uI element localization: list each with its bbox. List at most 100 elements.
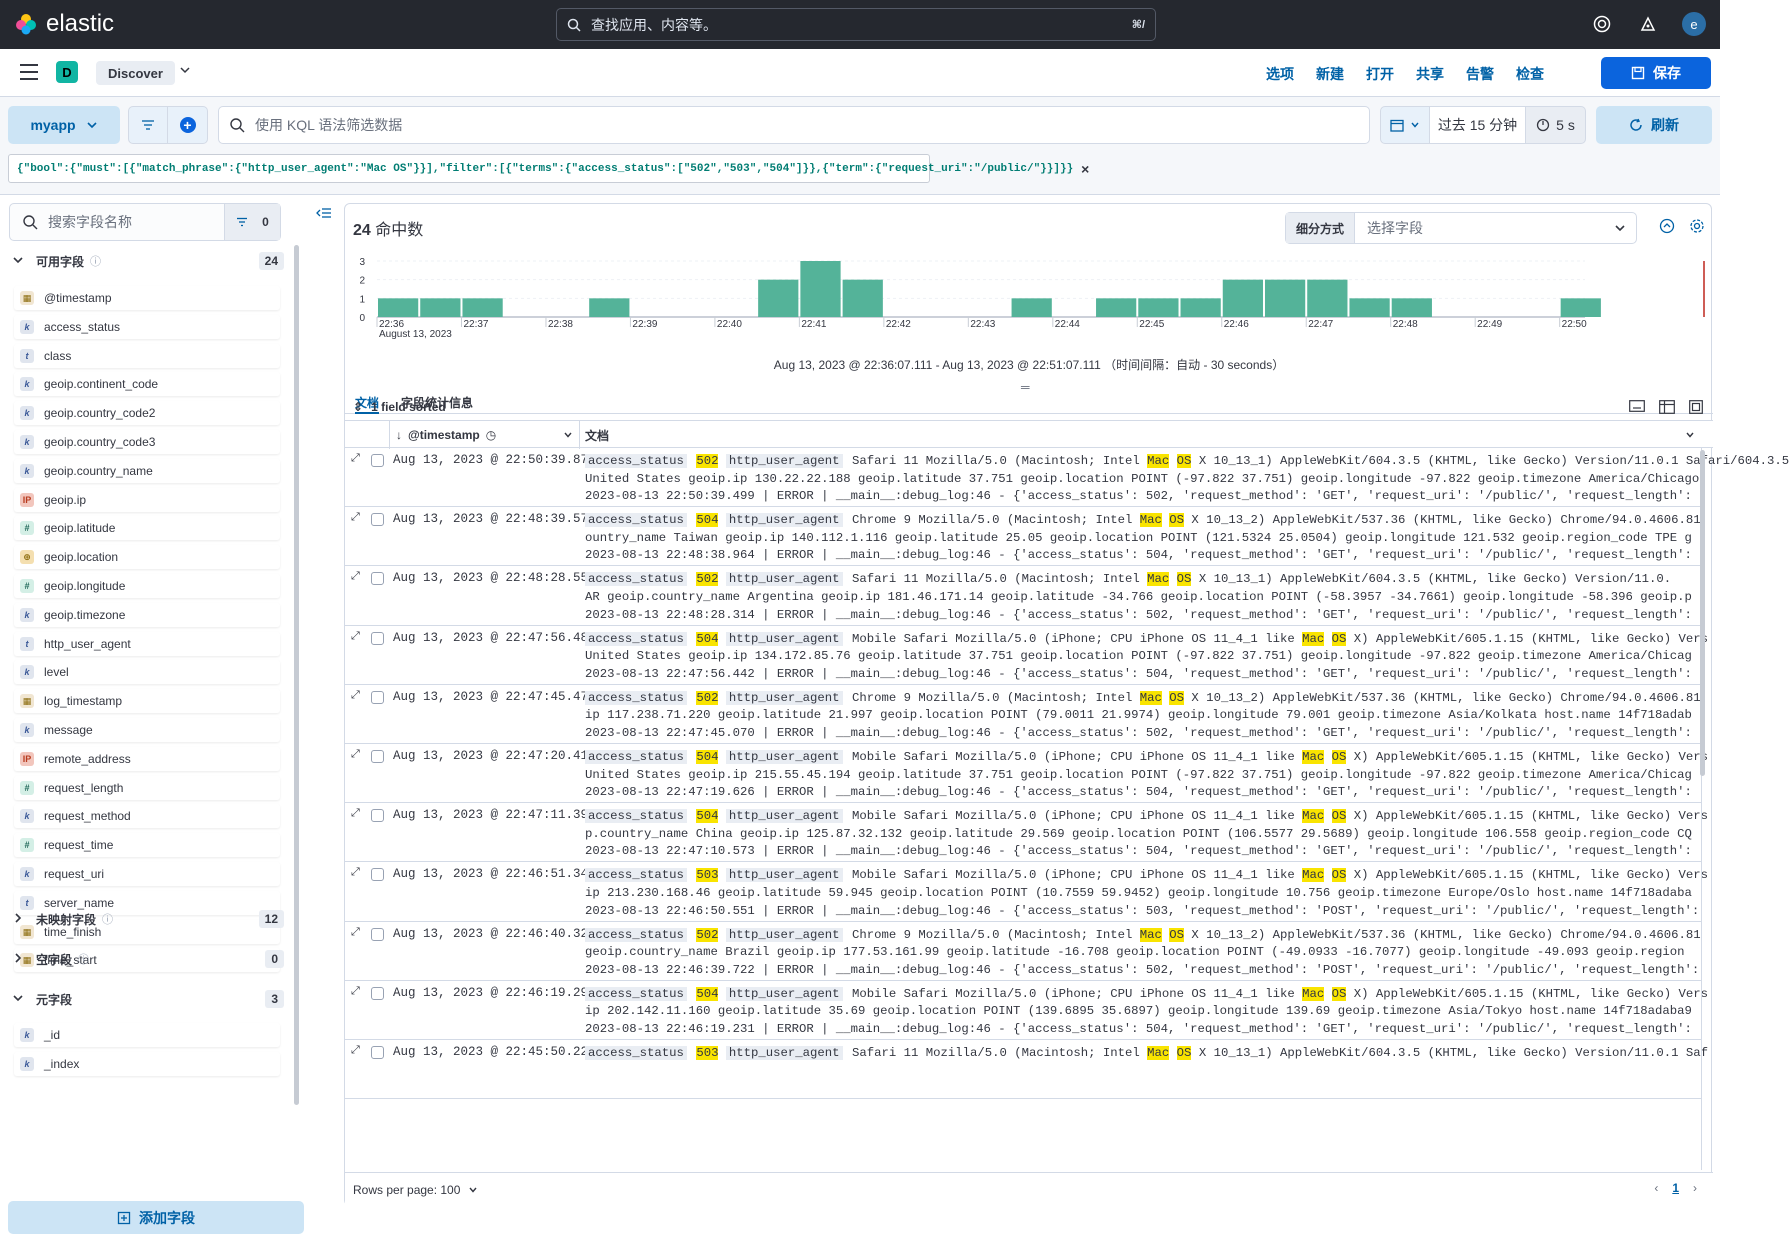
available-field-geoip-longitude[interactable]: #geoip.longitude bbox=[14, 573, 280, 598]
histogram-bar[interactable] bbox=[1264, 279, 1306, 317]
next-page-icon[interactable]: › bbox=[1693, 1181, 1697, 1195]
meta-fields-header[interactable]: 元字段 3 bbox=[12, 987, 284, 1011]
row-checkbox[interactable] bbox=[371, 986, 384, 1000]
expand-row-icon[interactable]: ⤢ bbox=[351, 452, 360, 464]
refresh-button[interactable]: 刷新 bbox=[1596, 106, 1712, 144]
date-range-display[interactable]: 过去 15 分钟 bbox=[1430, 106, 1526, 144]
column-header-timestamp[interactable]: ↓ @timestamp ◷ bbox=[389, 421, 580, 449]
add-filter-button[interactable]: + bbox=[168, 106, 208, 144]
news-feed-icon[interactable] bbox=[1636, 12, 1660, 36]
chevron-down-icon[interactable] bbox=[1685, 430, 1695, 440]
info-icon[interactable]: ⓘ bbox=[78, 954, 90, 966]
available-field-log-timestamp[interactable]: ▦log_timestamp bbox=[14, 689, 280, 714]
menu-icon[interactable] bbox=[20, 64, 38, 80]
expand-row-icon[interactable]: ⤢ bbox=[351, 1043, 360, 1056]
row-checkbox[interactable] bbox=[371, 572, 384, 586]
sort-indicator[interactable]: ⇕ 1 field sorted bbox=[345, 392, 1713, 422]
row-checkbox[interactable] bbox=[371, 690, 384, 704]
info-icon[interactable]: ⓘ bbox=[102, 914, 114, 926]
menu-options[interactable]: 选项 bbox=[1266, 66, 1294, 82]
kql-query-input[interactable]: 使用 KQL 语法筛选数据 bbox=[218, 106, 1370, 144]
menu-open[interactable]: 打开 bbox=[1366, 66, 1394, 82]
expand-row-icon[interactable]: ⤢ bbox=[351, 866, 360, 879]
expand-row-icon[interactable]: ⤢ bbox=[351, 629, 360, 642]
available-field-request-length[interactable]: #request_length bbox=[14, 775, 280, 800]
expand-row-icon[interactable]: ⤢ bbox=[351, 747, 360, 760]
chevron-down-icon[interactable] bbox=[468, 1185, 478, 1195]
expand-row-icon[interactable]: ⤢ bbox=[351, 925, 360, 938]
help-icon[interactable] bbox=[1590, 12, 1614, 36]
expand-row-icon[interactable]: ⤢ bbox=[351, 688, 360, 701]
meta-field-index[interactable]: k_index bbox=[14, 1051, 280, 1076]
row-checkbox[interactable] bbox=[371, 513, 384, 527]
filter-menu-button[interactable] bbox=[128, 106, 168, 144]
save-button[interactable]: 保存 bbox=[1601, 57, 1711, 89]
keyboard-shortcuts-icon[interactable] bbox=[1629, 400, 1645, 417]
grid-scrollbar[interactable] bbox=[1700, 450, 1705, 776]
fullscreen-icon[interactable] bbox=[1689, 400, 1703, 417]
breakdown-field-select[interactable]: 细分方式 选择字段 bbox=[1285, 212, 1637, 244]
histogram-bar[interactable] bbox=[589, 298, 630, 317]
space-avatar[interactable]: D bbox=[56, 61, 78, 83]
menu-alerts[interactable]: 告警 bbox=[1466, 66, 1494, 82]
row-checkbox[interactable] bbox=[371, 631, 384, 645]
available-field-geoip-latitude[interactable]: #geoip.latitude bbox=[14, 516, 280, 541]
resize-handle[interactable]: ═ bbox=[1021, 380, 1030, 394]
info-icon[interactable]: ⓘ bbox=[90, 256, 102, 268]
tab-documents[interactable]: 文档 bbox=[355, 388, 380, 414]
expand-row-icon[interactable]: ⤢ bbox=[351, 570, 360, 583]
menu-inspect[interactable]: 检查 bbox=[1516, 66, 1544, 82]
histogram-bar[interactable] bbox=[1307, 279, 1348, 317]
histogram-bar[interactable] bbox=[1180, 298, 1221, 317]
row-checkbox[interactable] bbox=[371, 927, 384, 941]
row-checkbox[interactable] bbox=[371, 1045, 384, 1059]
global-search-input[interactable]: 查找应用、内容等。 ⌘/ bbox=[556, 8, 1156, 41]
user-avatar[interactable]: e bbox=[1682, 12, 1706, 36]
tab-field-statistics[interactable]: 字段统计信息 bbox=[401, 396, 474, 410]
visualize-icon[interactable] bbox=[1659, 218, 1675, 237]
histogram-bar[interactable] bbox=[1096, 298, 1137, 317]
available-fields-header[interactable]: 可用字段 ⓘ 24 bbox=[12, 249, 284, 273]
field-search-input[interactable]: 搜索字段名称 0 bbox=[9, 203, 281, 241]
histogram-bar[interactable] bbox=[842, 279, 883, 317]
row-checkbox[interactable] bbox=[371, 868, 384, 882]
collapse-sidebar-icon[interactable] bbox=[316, 206, 332, 223]
filter-pill-custom-dsl[interactable]: {"bool":{"must":[{"match_phrase":{"http_… bbox=[8, 154, 1089, 183]
page-number[interactable]: 1 bbox=[1672, 1181, 1679, 1195]
auto-refresh-toggle[interactable]: 5 s bbox=[1526, 106, 1586, 144]
sidebar-scrollbar[interactable] bbox=[294, 245, 299, 1105]
expand-row-icon[interactable]: ⤢ bbox=[351, 511, 360, 524]
available-field-time-start[interactable]: ▦time_start bbox=[14, 948, 280, 973]
expand-row-icon[interactable]: ⤢ bbox=[351, 807, 360, 820]
meta-field-id[interactable]: k_id bbox=[14, 1023, 280, 1047]
histogram-bar[interactable] bbox=[1011, 298, 1052, 317]
available-field-request-time[interactable]: #request_time bbox=[14, 833, 280, 858]
prev-page-icon[interactable]: ‹ bbox=[1654, 1181, 1659, 1195]
chevron-down-icon[interactable] bbox=[563, 430, 573, 440]
row-checkbox[interactable] bbox=[371, 809, 384, 823]
histogram-bar[interactable] bbox=[1560, 298, 1601, 317]
histogram-bar[interactable] bbox=[1138, 298, 1179, 317]
empty-fields-header[interactable]: 空字段 ⓘ 0 bbox=[12, 947, 284, 971]
breadcrumb-discover[interactable]: Discover bbox=[96, 61, 175, 85]
histogram-bar[interactable] bbox=[462, 298, 503, 317]
